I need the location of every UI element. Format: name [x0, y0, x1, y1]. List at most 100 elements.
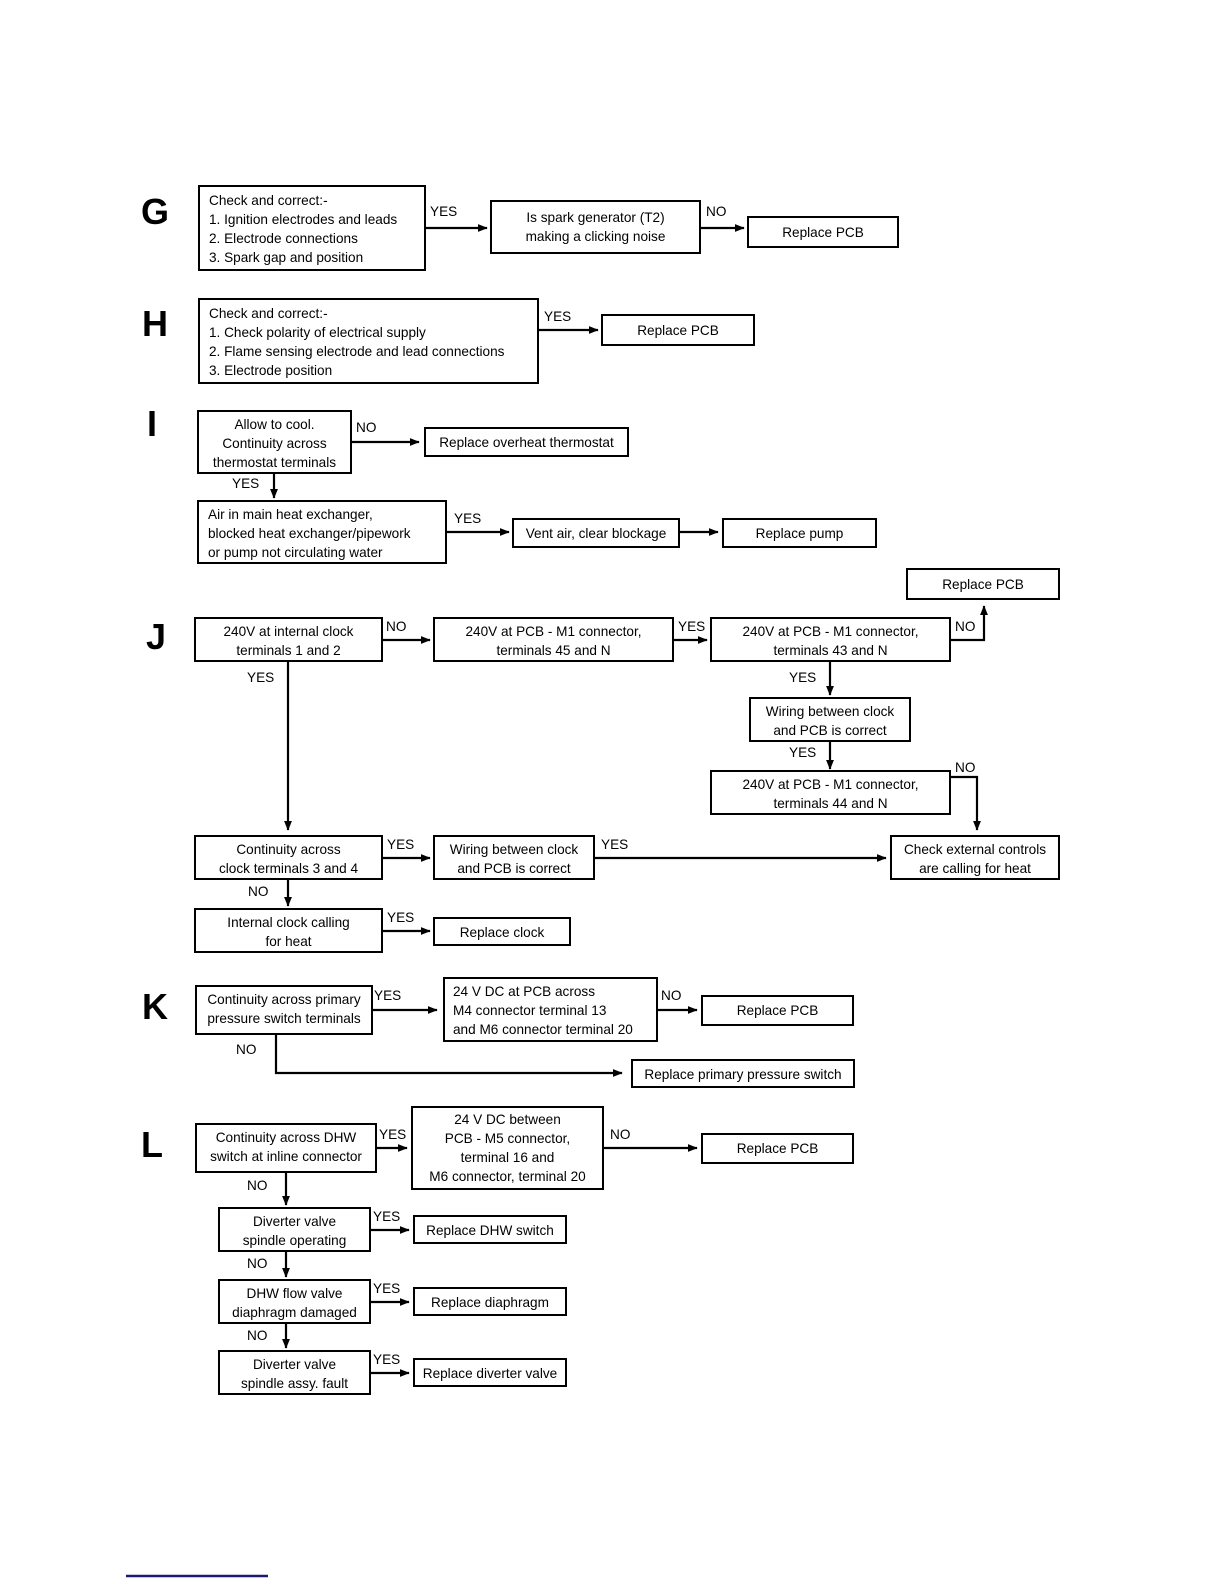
node-i1-line1: Allow to cool. [234, 417, 314, 432]
edge-k1-k4 [274, 1034, 623, 1077]
node-i1-line2: Continuity across [222, 436, 326, 451]
node-i1-line3: thermostat terminals [213, 455, 336, 470]
section-letter-g: G [141, 191, 169, 232]
node-j2-line2: terminals 45 and N [496, 643, 610, 658]
node-l3-line1: Replace PCB [737, 1141, 819, 1156]
node-l9[interactable] [413, 1358, 567, 1387]
node-k2-line1: 24 V DC at PCB across [453, 984, 595, 999]
edge-label-l-yes2: YES [373, 1209, 400, 1224]
section-letter-l: L [141, 1124, 163, 1165]
edge-j3-j0 [950, 605, 988, 642]
edge-label-l-no2: NO [247, 1178, 267, 1193]
node-j6-line1: Continuity across [236, 842, 340, 857]
node-j1-line1: 240V at internal clock [224, 624, 354, 639]
edge-label-j-yes1: YES [678, 619, 705, 634]
node-j5[interactable] [710, 770, 951, 815]
edge-label-j-yes2: YES [789, 670, 816, 685]
node-j6[interactable] [194, 835, 383, 880]
node-l3[interactable] [701, 1133, 854, 1164]
edge-label-l-no3: NO [247, 1256, 267, 1271]
node-l7[interactable] [413, 1287, 567, 1316]
edge-label-j-no4: NO [248, 884, 268, 899]
node-i2-line1: Replace overheat thermostat [439, 435, 614, 450]
node-j7[interactable] [433, 835, 595, 880]
node-l9-line1: Replace diverter valve [423, 1366, 558, 1381]
node-l4[interactable] [218, 1207, 371, 1252]
node-j5-line1: 240V at PCB - M1 connector, [742, 777, 918, 792]
node-k4-line1: Replace primary pressure switch [644, 1067, 841, 1082]
node-k3[interactable] [701, 995, 854, 1026]
node-l2-line3: terminal 16 and [461, 1150, 555, 1165]
node-j8-line1: Check external controls [904, 842, 1046, 857]
node-k1-line2: pressure switch terminals [207, 1011, 361, 1026]
node-i3-line3: or pump not circulating water [208, 545, 383, 560]
node-j0[interactable] [906, 568, 1060, 600]
node-l6-line2: diaphragm damaged [232, 1305, 357, 1320]
edge-label-j-yes4: YES [247, 670, 274, 685]
node-l6-line1: DHW flow valve [247, 1286, 343, 1301]
edge-label-i-no: NO [356, 420, 376, 435]
node-i1[interactable] [197, 410, 352, 474]
edge-label-j-no2: NO [955, 619, 975, 634]
node-i5-line1: Replace pump [756, 526, 844, 541]
node-j9[interactable] [194, 908, 383, 953]
node-g2[interactable] [490, 200, 701, 254]
edge-label-l-yes3: YES [373, 1281, 400, 1296]
node-l2-line2: PCB - M5 connector, [445, 1131, 570, 1146]
node-h1-line4: 3. Electrode position [209, 363, 332, 378]
node-j0-line1: Replace PCB [942, 577, 1024, 592]
node-i4-line1: Vent air, clear blockage [526, 526, 667, 541]
edge-label-i-yes: YES [232, 476, 259, 491]
node-l8[interactable] [218, 1350, 371, 1395]
node-i2[interactable] [424, 427, 629, 457]
node-i5[interactable] [722, 518, 877, 548]
edge-label-h-yes: YES [544, 309, 571, 324]
node-l2[interactable] [411, 1106, 604, 1190]
node-k2-line3: and M6 connector terminal 20 [453, 1022, 633, 1037]
node-g1-line3: 2. Electrode connections [209, 231, 358, 246]
edge-label-j-yes7: YES [387, 910, 414, 925]
node-j5-line2: terminals 44 and N [773, 796, 887, 811]
node-j8-line2: are calling for heat [919, 861, 1031, 876]
edge-label-k-no1: NO [661, 988, 681, 1003]
node-j8[interactable] [890, 835, 1060, 880]
node-g1-line2: 1. Ignition electrodes and leads [209, 212, 397, 227]
node-j2-line1: 240V at PCB - M1 connector, [465, 624, 641, 639]
node-h2[interactable] [601, 314, 755, 346]
node-l8-line1: Diverter valve [253, 1357, 336, 1372]
node-j10[interactable] [433, 917, 571, 946]
node-l1-line1: Continuity across DHW [216, 1130, 357, 1145]
edge-label-j-no3: NO [955, 760, 975, 775]
node-l7-line1: Replace diaphragm [431, 1295, 549, 1310]
node-g2-line2: making a clicking noise [526, 229, 666, 244]
edge-label-g-yes: YES [430, 204, 457, 219]
node-j2[interactable] [433, 617, 674, 662]
node-g1[interactable] [198, 185, 426, 271]
node-k4[interactable] [631, 1059, 855, 1088]
edge-label-k-yes: YES [374, 988, 401, 1003]
node-l1-line2: switch at inline connector [210, 1149, 362, 1164]
node-k1[interactable] [195, 985, 373, 1035]
node-i3[interactable] [197, 500, 447, 564]
section-letter-k: K [142, 986, 168, 1027]
node-g3[interactable] [747, 216, 899, 248]
node-l4-line2: spindle operating [243, 1233, 347, 1248]
node-h1[interactable] [198, 298, 539, 384]
node-j9-line2: for heat [265, 934, 311, 949]
node-l4-line1: Diverter valve [253, 1214, 336, 1229]
node-g2-line1: Is spark generator (T2) [526, 210, 664, 225]
node-k2-line2: M4 connector terminal 13 [453, 1003, 606, 1018]
node-h1-line2: 1. Check polarity of electrical supply [209, 325, 426, 340]
node-j9-line1: Internal clock calling [227, 915, 349, 930]
node-l5[interactable] [413, 1215, 567, 1244]
node-k2[interactable] [443, 977, 658, 1042]
node-k1-line1: Continuity across primary [207, 992, 361, 1007]
edge-label-i-yes2: YES [454, 511, 481, 526]
edge-label-l-yes4: YES [373, 1352, 400, 1367]
node-j6-line2: clock terminals 3 and 4 [219, 861, 358, 876]
edge-label-j-yes3: YES [789, 745, 816, 760]
node-h2-line1: Replace PCB [637, 323, 719, 338]
edge-label-g-no: NO [706, 204, 726, 219]
